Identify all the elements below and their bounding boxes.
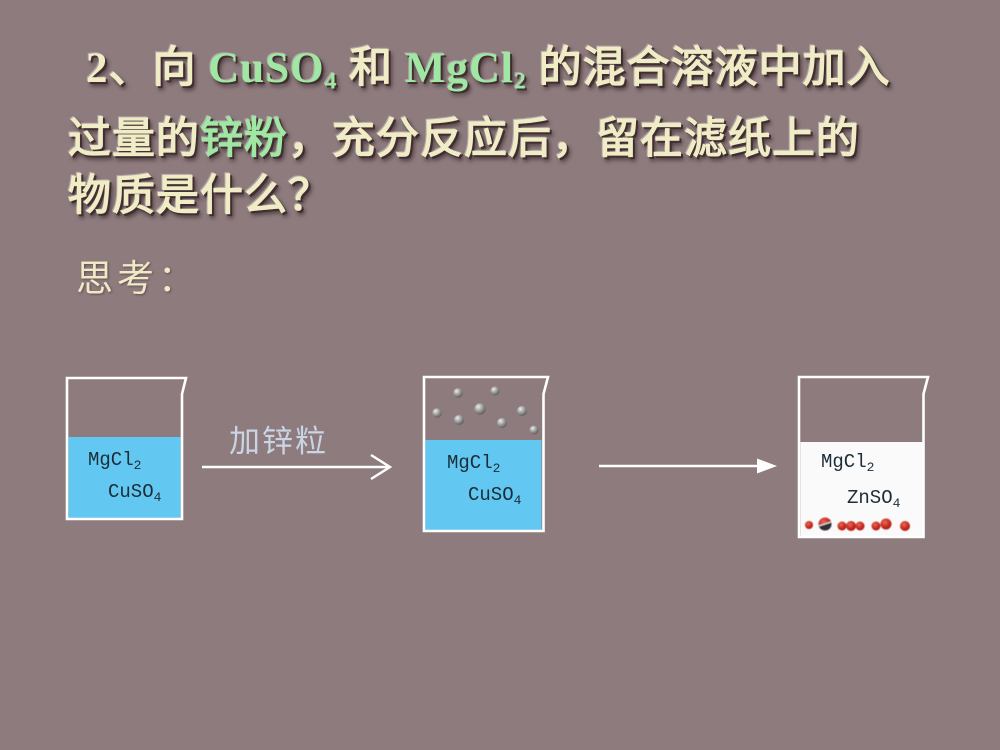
beaker-1-label-mgcl2: MgCl2 [88,449,141,473]
beaker-1-liquid [68,437,181,518]
title-line-2: 过量的锌粉，充分反应后，留在滤纸上的 [68,111,968,168]
beaker-1: MgCl2 CuSO4 [65,376,188,521]
beaker-2: MgCl2 CuSO4 [422,375,550,533]
beaker-1-outline [65,376,188,521]
title-text: 过量的 [68,115,200,163]
beaker-2-liquid [425,440,542,530]
slide-title: 2、向 CuSO4 和 MgCl2 的混合溶液中加入 过量的锌粉，充分反应后，留… [68,40,968,225]
arrow-filter [599,458,777,474]
zinc-copper-coated-particle [818,521,832,531]
title-text: 的混合溶液中加入 [526,45,891,92]
zinc-particles [432,386,539,435]
arrow-head-filled [757,458,777,474]
beaker-2-outline [422,375,550,533]
think-label: 思考： [76,259,199,300]
formula-mgcl2: MgCl [404,45,515,92]
copper-particles [805,517,910,531]
beaker-3-label-znso4: ZnSO4 [847,487,901,511]
arrow-head-open [370,453,393,481]
beaker-1-label-cuso4: CuSO4 [108,481,162,505]
title-line-3: 物质是什么？ [68,172,332,220]
beaker-3-label-mgcl2: MgCl2 [821,451,874,475]
beaker-2-label-cuso4: CuSO4 [468,484,522,508]
formula-mgcl2-subscript: 2 [514,68,527,95]
title-line-1: 2、向 CuSO4 和 MgCl2 的混合溶液中加入 [68,40,968,111]
beaker-3-outline [797,375,930,539]
beaker-2-label-mgcl2: MgCl2 [447,452,500,476]
arrow-add-zinc: 加锌粒 [202,424,393,481]
formula-cuso4: CuSO [208,45,325,92]
formula-cuso4-subscript: 4 [324,68,338,95]
arrow-add-zinc-label: 加锌粒 [229,424,328,459]
beaker-3: MgCl2 ZnSO4 [797,375,930,539]
zinc-powder-highlight: 锌粉 [200,115,288,163]
title-text: ，充分反应后，留在滤纸上的 [288,115,860,163]
title-text: 2、向 [86,45,209,92]
title-text: 和 [337,45,405,92]
